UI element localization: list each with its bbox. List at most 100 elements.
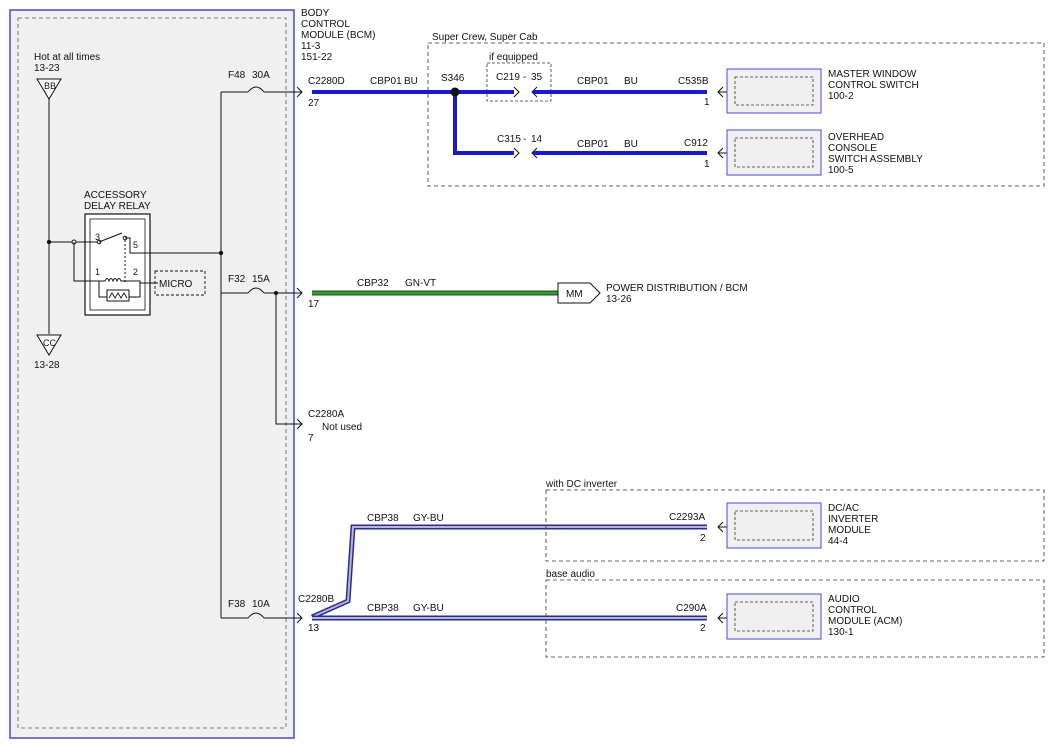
c315-male-icon xyxy=(513,147,520,159)
relay-resistor-zigzag xyxy=(108,292,128,299)
master-window-ref: 100-2 xyxy=(828,91,854,102)
relay-coil-icon xyxy=(99,278,141,283)
audio-control-ref: 130-1 xyxy=(828,627,854,638)
dc-ac-inverter-label: DC/AC xyxy=(828,503,859,514)
inline-c219-dash: - xyxy=(523,72,526,83)
inline-c315-pin: 14 xyxy=(531,134,543,145)
relay-pin-1: 1 xyxy=(95,267,100,277)
relay-pin-5: 5 xyxy=(133,240,138,250)
bus-mm-arrow-icon xyxy=(557,282,601,304)
bcm-title-line: BODY xyxy=(301,8,330,19)
bcm-title-line: CONTROL xyxy=(301,19,350,30)
inline-c315-name: C315 xyxy=(497,134,521,145)
dc-ac-inverter-module xyxy=(726,502,822,549)
wire-cbp01-circuit-2: CBP01 xyxy=(577,76,609,87)
hot-at-all-times-ref: 13-23 xyxy=(34,63,60,74)
c2280a-branch xyxy=(275,293,302,425)
feed-junction-dot xyxy=(218,250,224,256)
relay-switch-arm xyxy=(98,232,123,243)
relay-pin-3: 3 xyxy=(95,232,100,242)
wire-cbp38-circuit: CBP38 xyxy=(367,513,399,524)
relay-pin1-wire xyxy=(73,242,99,282)
bus-bb-label: BB xyxy=(44,81,56,91)
wire-cbp01-color-3: BU xyxy=(624,139,638,150)
master-window-inner xyxy=(734,76,814,106)
overhead-console-label: OVERHEAD xyxy=(828,132,884,143)
c2280d-pin-icon xyxy=(296,86,303,98)
c315-female-icon xyxy=(531,147,538,159)
bus-cc-triangle-icon xyxy=(36,334,62,356)
inline-c315-dash: - xyxy=(523,134,526,145)
super-crew-label: Super Crew, Super Cab xyxy=(432,32,538,43)
c912-pin: 1 xyxy=(704,159,710,170)
power-distribution-ref: 13-26 xyxy=(606,294,632,305)
if-equipped-label: if equipped xyxy=(489,52,538,63)
fuse-f48-rating: 30A xyxy=(252,70,270,81)
c2293a-pin: 2 xyxy=(700,533,706,544)
wire-cbp01-s346-to-c315 xyxy=(453,92,514,155)
micro-label: MICRO xyxy=(159,279,193,290)
wire-cbp38-color: GY-BU xyxy=(413,513,444,524)
wire-cbp38-circuit-2: CBP38 xyxy=(367,603,399,614)
relay-inner-frame xyxy=(89,218,146,311)
connector-c2280b-pin: 13 xyxy=(308,623,320,634)
connector-c2280a-pin: 7 xyxy=(308,433,314,444)
wire-cbp38-color-2: GY-BU xyxy=(413,603,444,614)
dc-ac-inverter-inner xyxy=(734,510,814,541)
fuse-f38-name: F38 xyxy=(228,599,246,610)
bcm-panel-inner-dashed xyxy=(17,17,287,729)
with-dc-inverter-box xyxy=(545,489,1045,562)
relay-title-line: DELAY RELAY xyxy=(84,201,151,212)
master-window-label: MASTER WINDOW xyxy=(828,69,917,80)
with-dc-inverter-label: with DC inverter xyxy=(545,479,618,490)
relay-resistor-icon xyxy=(106,289,130,302)
audio-control-label: MODULE (ACM) xyxy=(828,616,902,627)
dc-ac-inverter-label: MODULE xyxy=(828,525,871,536)
c2293a-name: C2293A xyxy=(669,512,705,523)
bcm-title-line: 151-22 xyxy=(301,52,333,63)
relay-pin5-wire xyxy=(125,237,221,254)
bcm-title: BODY CONTROL MODULE (BCM) 11-3 151-22 xyxy=(301,8,375,63)
dc-ac-inverter-label: INVERTER xyxy=(828,514,878,525)
overhead-console-switch-assembly xyxy=(726,129,822,176)
pin-17-icon xyxy=(296,287,303,299)
fuse-f32-icon xyxy=(247,287,265,294)
bus-mm-label: MM xyxy=(566,289,583,300)
c912-name: C912 xyxy=(684,138,708,149)
overhead-console-inner xyxy=(734,137,814,168)
audio-control-label: CONTROL xyxy=(828,605,877,616)
audio-control-label: AUDIO xyxy=(828,594,860,605)
bus-bb-triangle-icon xyxy=(36,78,62,100)
wire-cbp32-circuit: CBP32 xyxy=(357,278,389,289)
super-crew-box xyxy=(427,42,1045,187)
bcm-title-line: 11-3 xyxy=(301,41,321,52)
overhead-console-label: CONSOLE xyxy=(828,143,877,154)
wire-cbp01-circuit-3: CBP01 xyxy=(577,139,609,150)
bus-cc-label: CC xyxy=(43,338,56,348)
relay-title-line: ACCESSORY xyxy=(84,190,147,201)
wire-cbp32-color: GN-VT xyxy=(405,278,436,289)
base-audio-label: base audio xyxy=(546,569,595,580)
fuse-f48-icon xyxy=(247,86,265,93)
c290a-name: C290A xyxy=(676,603,707,614)
c535b-pin: 1 xyxy=(704,97,710,108)
splice-s346-label: S346 xyxy=(441,73,465,84)
fuse-f38-icon xyxy=(247,612,265,619)
overhead-console-label: SWITCH ASSEMBLY xyxy=(828,154,923,165)
audio-control-module xyxy=(726,593,822,640)
connector-c2280b-name: C2280B xyxy=(298,594,334,605)
bcm-panel xyxy=(9,9,295,739)
fuse-f32-rating: 15A xyxy=(252,274,270,285)
master-window-label: CONTROL SWITCH xyxy=(828,80,919,91)
inline-c219-pin: 35 xyxy=(531,72,543,83)
fuse-f48-name: F48 xyxy=(228,70,246,81)
overhead-console-ref: 100-5 xyxy=(828,165,854,176)
bus-cc-ref: 13-28 xyxy=(34,360,60,371)
c535b-name: C535B xyxy=(678,76,709,87)
wire-cbp38-group xyxy=(310,524,707,621)
relay-pin-2: 2 xyxy=(133,267,138,277)
connector-pin-17: 17 xyxy=(308,299,320,310)
connector-c2280a-note: Not used xyxy=(322,422,362,433)
inline-c219-name: C219 xyxy=(496,72,520,83)
